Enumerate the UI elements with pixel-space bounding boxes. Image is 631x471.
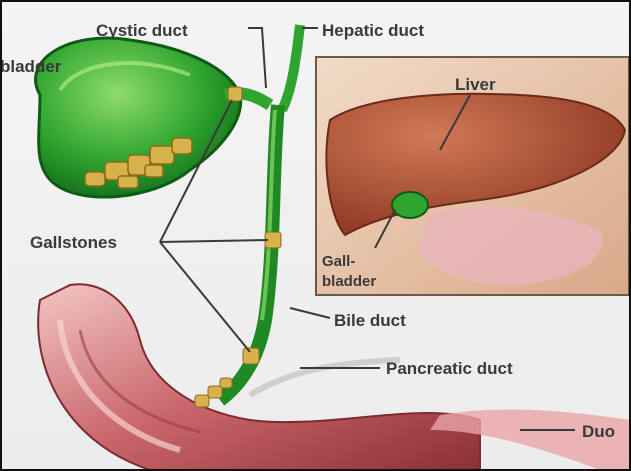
inset-gallbladder [392,192,428,218]
label-liver: Liver [455,75,496,94]
label-duodenum-partial: Duo [582,422,615,441]
gallstone-cystic [228,87,242,101]
label-pancreatic-duct: Pancreatic duct [386,359,513,378]
label-gall-line2: bladder [322,273,376,290]
label-gall-line1: Gall- [322,253,355,270]
label-cystic-duct: Cystic duct [96,21,188,40]
label-bile-duct: Bile duct [334,311,406,330]
gallstone-lower [243,348,259,364]
label-hepatic-duct: Hepatic duct [322,21,424,40]
label-gallstones: Gallstones [30,233,117,252]
label-gallbladder-partial: bladder [0,57,62,76]
